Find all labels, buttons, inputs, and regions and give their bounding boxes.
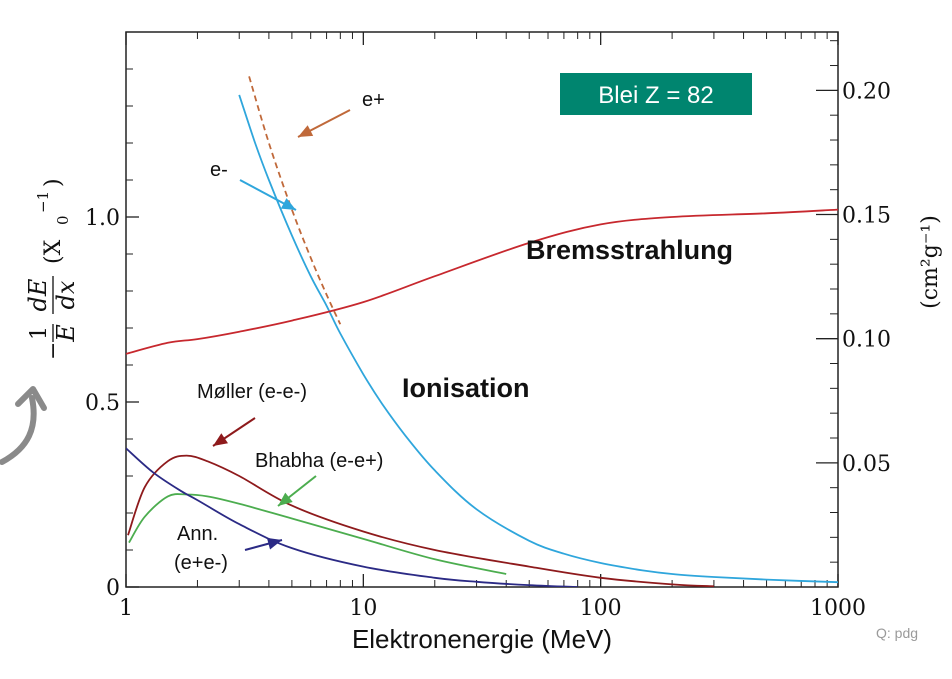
label-ann-line1: Ann. bbox=[177, 523, 218, 545]
y-axis-title-frac1-num: 1 bbox=[27, 326, 52, 340]
arrow-bhabha-head-icon bbox=[278, 492, 293, 506]
y2-axis-title: (cm²g⁻¹) bbox=[918, 215, 943, 309]
series-lines bbox=[126, 76, 838, 587]
y-tick-label: 0.5 bbox=[85, 391, 120, 416]
plot-frame bbox=[125, 31, 839, 588]
axis-ticks: 1 10 100 1000 0 0.5 1.0 0.05 0.10 0.15 0.20 bbox=[85, 32, 891, 621]
series-line-2 bbox=[126, 208, 838, 355]
material-badge bbox=[560, 73, 752, 115]
y-axis-title-frac2-den: dx bbox=[52, 280, 80, 309]
label-moeller: Møller (e-e-) bbox=[197, 381, 307, 403]
y-axis-title-unit-sup: −1 bbox=[34, 191, 52, 213]
arrow-moeller-head-icon bbox=[213, 433, 228, 446]
x-tick-label: 10 bbox=[349, 596, 377, 621]
label-bremsstrahlung: Bremsstrahlung bbox=[526, 235, 733, 265]
x-tick-label: 100 bbox=[580, 596, 622, 621]
series-line-0 bbox=[238, 94, 838, 584]
y2-tick-label: 0.15 bbox=[842, 204, 891, 229]
y-axis-title: − 1 E dE dx (X 0 −1 ) bbox=[24, 178, 80, 360]
label-ionisation: Ionisation bbox=[402, 373, 530, 403]
curved-arrow-head-icon bbox=[15, 386, 47, 411]
source-credit: Q: pdg bbox=[876, 625, 918, 641]
y-axis-title-minus: − bbox=[41, 342, 66, 360]
label-ann-line2: (e+e-) bbox=[174, 552, 228, 574]
curved-arrow-icon bbox=[0, 395, 37, 465]
label-e-plus: e+ bbox=[362, 89, 385, 111]
y2-tick-label: 0.10 bbox=[842, 328, 891, 353]
arrow-e-minus-head-icon bbox=[280, 198, 296, 210]
annotation-arrows bbox=[212, 109, 351, 551]
label-e-minus: e- bbox=[210, 159, 228, 181]
y2-tick-label: 0.05 bbox=[842, 452, 891, 477]
x-tick-label: 1 bbox=[119, 596, 133, 621]
y-axis-title-unit-sub: 0 bbox=[54, 215, 72, 225]
arrow-e-plus-head-icon bbox=[298, 125, 314, 137]
series-line-5 bbox=[126, 447, 578, 587]
y-tick-label: 0 bbox=[106, 576, 120, 601]
material-badge-text: Blei Z = 82 bbox=[598, 82, 713, 109]
y-axis-title-unit: (X bbox=[41, 239, 66, 264]
y-axis-title-frac1-den: E bbox=[52, 324, 80, 343]
y-axis-title-frac2-num: dE bbox=[24, 278, 52, 311]
label-bhabha: Bhabha (e-e+) bbox=[255, 450, 383, 472]
y2-tick-label: 0.20 bbox=[842, 79, 891, 104]
series-line-4 bbox=[128, 493, 507, 575]
x-axis-title: Elektronenergie (MeV) bbox=[352, 624, 612, 654]
series-line-3 bbox=[127, 454, 714, 587]
x-tick-label: 1000 bbox=[810, 596, 866, 621]
y-axis-title-unit-close: ) bbox=[41, 178, 66, 187]
series-line-1 bbox=[248, 76, 342, 325]
arrow-ann-head-icon bbox=[266, 537, 282, 550]
y-tick-label: 1.0 bbox=[85, 206, 120, 231]
